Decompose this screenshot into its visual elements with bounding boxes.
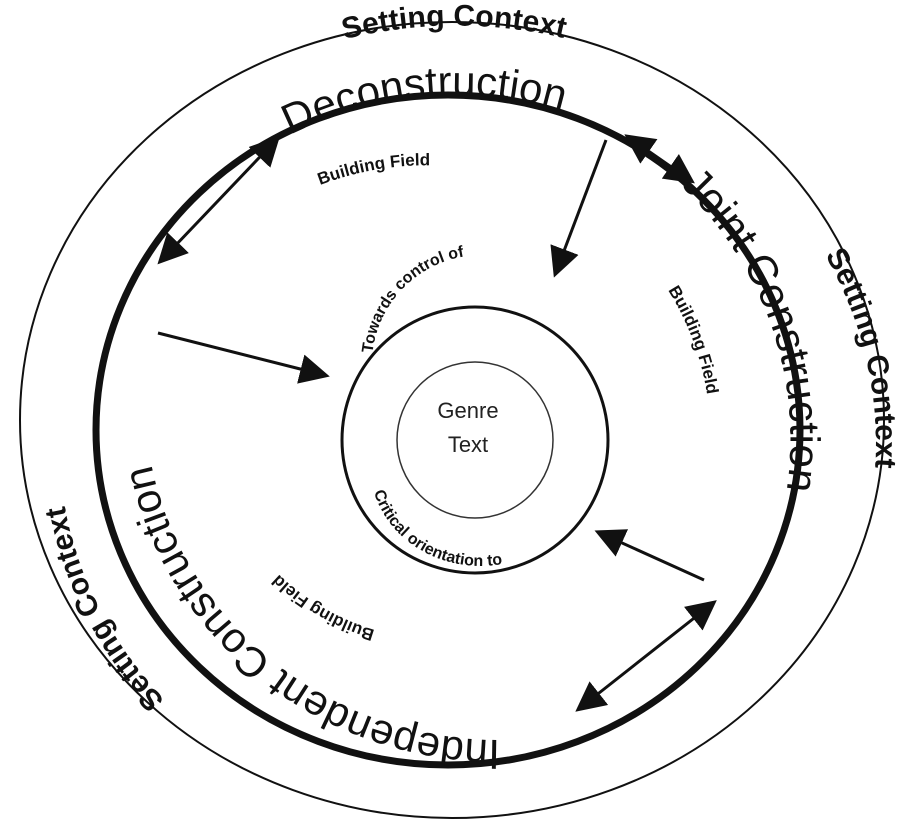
inner-ring [340, 305, 610, 575]
building-field-label-top: Building Field [315, 150, 430, 188]
main-ring [92, 91, 804, 769]
building-field-label-right: Building Field [665, 282, 722, 395]
double-arrow-joint-independent [575, 600, 717, 712]
arrow-independent-to-center [157, 331, 330, 384]
double-arrow-deconstruction-joint [624, 134, 695, 184]
outer-ring [19, 21, 885, 819]
building-field-label-left: Building Field [268, 571, 376, 644]
core-circle [396, 361, 554, 519]
core-label-genre: Genre [437, 398, 498, 423]
arrow-deconstruction-to-center [550, 139, 608, 278]
double-arrow-independent-deconstruction [157, 135, 281, 265]
setting-context-label-right: Setting Context [819, 243, 902, 470]
arrow-joint-to-center [594, 529, 705, 582]
core-label-text: Text [448, 432, 488, 457]
stage-deconstruction: Deconstruction [274, 57, 572, 143]
inner-ring-label-top: Towards control of [360, 243, 466, 353]
setting-context-label-top: Setting Context [339, 0, 570, 46]
